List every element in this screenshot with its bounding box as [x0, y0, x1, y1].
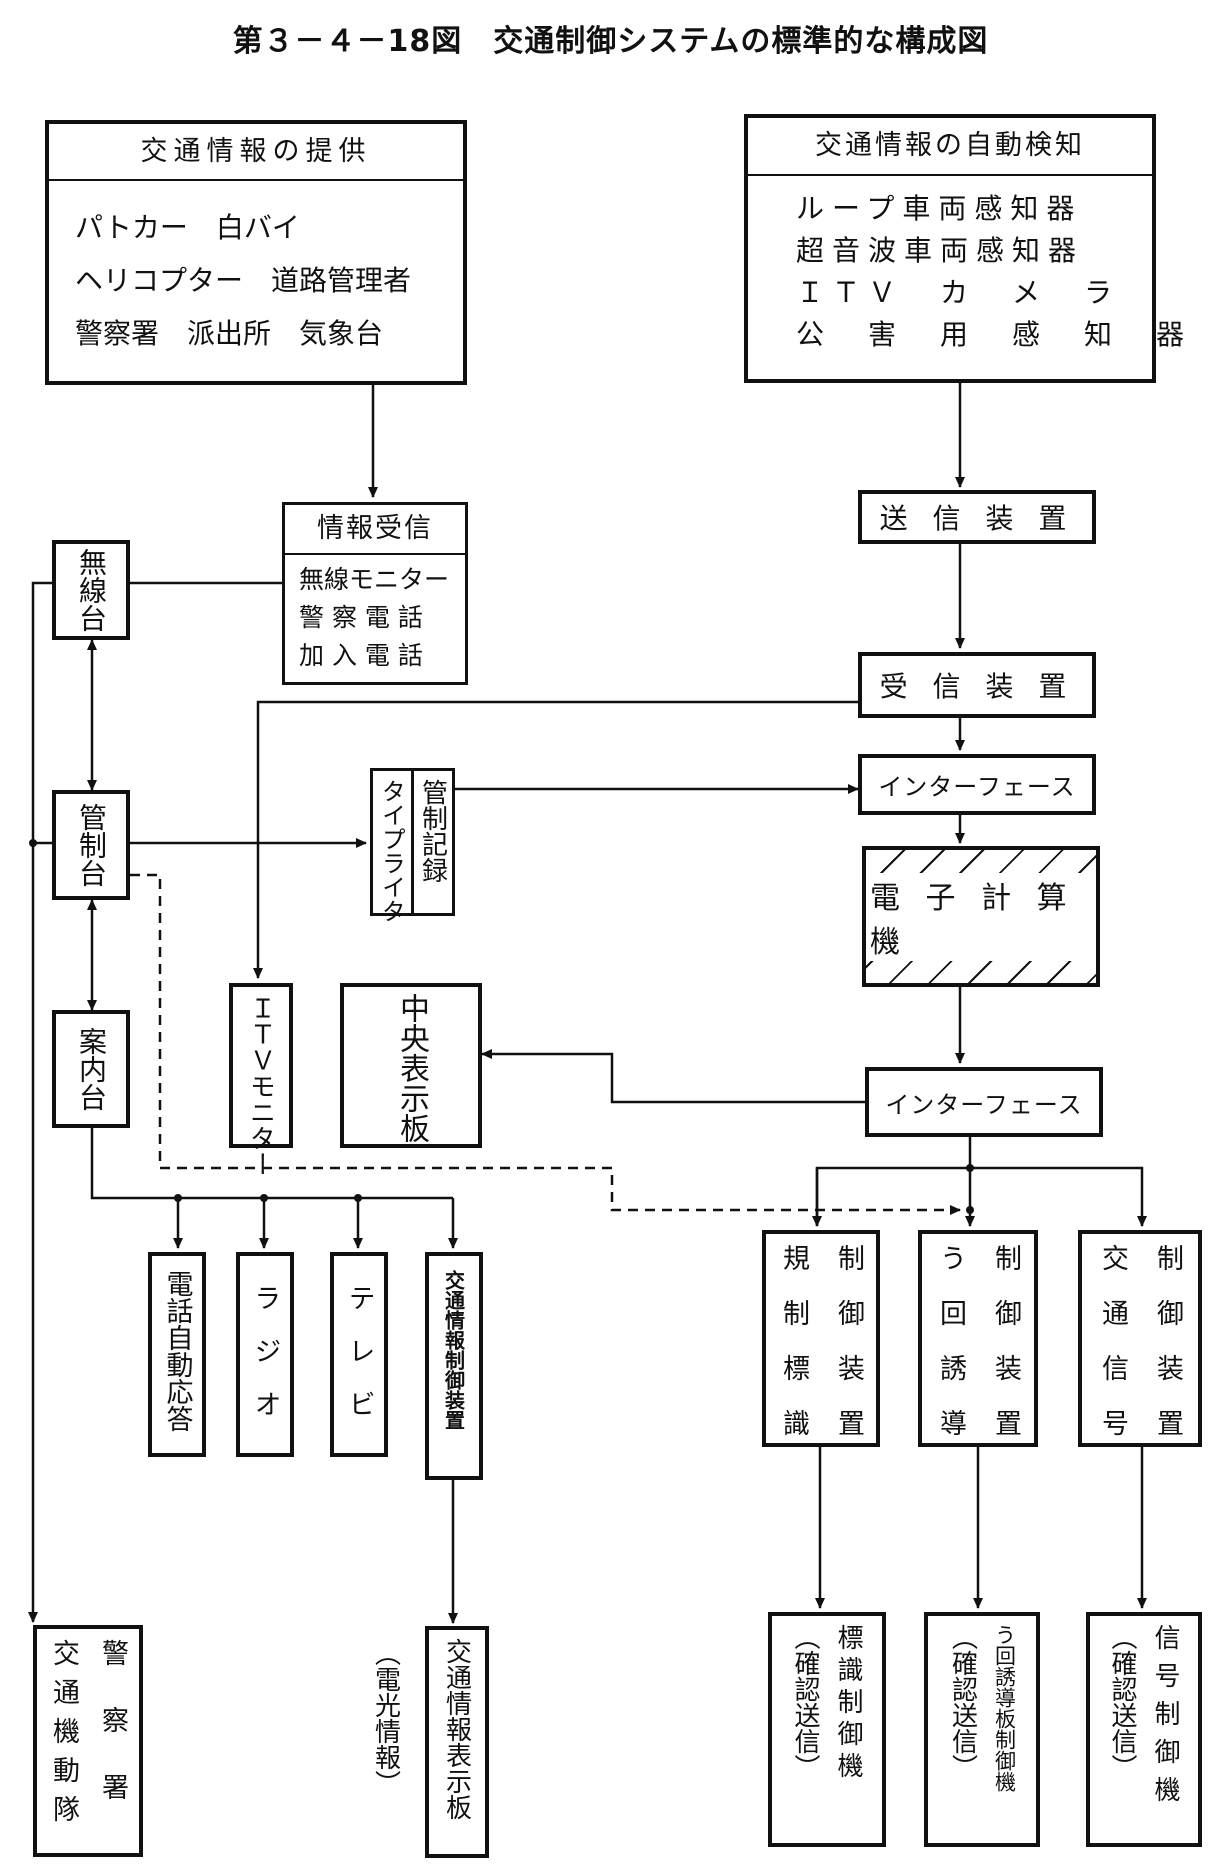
receiver-box: 受 信 装 置: [858, 652, 1096, 718]
signal-control-label: 交通信号: [1097, 1244, 1128, 1464]
computer-box: 電 子 計 算 機: [862, 846, 1100, 987]
auto-detection-line: ＩＴＶ カ メ ラ: [796, 276, 1121, 309]
radio-label: ラジオ: [249, 1284, 281, 1443]
phone-answer-label: 電話自動応答: [161, 1270, 193, 1432]
info-provision-header: 交通情報の提供: [49, 124, 463, 181]
control-record-label: 管制記録: [417, 779, 448, 883]
auto-detection-header: 交通情報の自動検知: [748, 118, 1152, 176]
auto-detection-line: 公 害 用 感 知 器: [796, 318, 1193, 351]
electric-info-note: （電光情報）: [364, 1640, 408, 1810]
tv-box: テレビ: [330, 1252, 388, 1457]
signal-machine-note: （確認送信）: [1107, 1624, 1137, 1780]
transmitter-box: 送 信 装 置: [858, 490, 1096, 544]
radio-desk-label: 無線台: [75, 548, 108, 632]
info-board-box: 交通情報表示板: [425, 1626, 489, 1858]
info-receive-line: 加 入 電 話: [299, 641, 423, 670]
interface-upper-label: インターフェース: [878, 773, 1076, 801]
signal-machine-label: 信号制御機: [1150, 1624, 1180, 1814]
electric-info-label: （電光情報）: [370, 1640, 401, 1796]
signal-control-box: 交通信号 制御装置: [1078, 1230, 1202, 1464]
sign-machine-box: 標識制御機 （確認送信）: [768, 1612, 886, 1847]
sign-control-label: 規制標識: [778, 1244, 809, 1464]
typewriter-box: タイプライタ: [370, 768, 414, 923]
signal-control-label: 制御装置: [1152, 1244, 1183, 1464]
interface-lower-box: インターフェース: [865, 1067, 1103, 1137]
radio-box: ラジオ: [236, 1252, 294, 1457]
transmitter-label: 送 信 装 置: [879, 502, 1075, 535]
info-receive-line: 無線モニター: [299, 565, 450, 594]
auto-detection-line: ループ車両感知器: [796, 192, 1083, 225]
police-station-label: 警察署: [97, 1639, 128, 1840]
info-provision-list: パトカー 白バイ ヘリコプター 道路管理者 警察署 派出所 気象台: [49, 181, 463, 360]
info-receive-header: 情報受信: [285, 505, 465, 555]
sign-machine-label: 標識制御機: [833, 1624, 863, 1784]
detour-control-label: う回誘導: [935, 1244, 966, 1464]
detour-machine-label: う回誘導板制御機: [992, 1624, 1017, 1792]
police-box: 交通機動隊 警察署: [33, 1625, 143, 1857]
detour-machine-note: （確認送信）: [947, 1624, 978, 1780]
control-desk-label: 管制台: [75, 803, 108, 887]
info-control-box: 交通情報制御装置: [425, 1252, 483, 1480]
info-receive-line: 警 察 電 話: [299, 603, 423, 632]
signal-machine-box: 信号制御機 （確認送信）: [1086, 1612, 1202, 1847]
info-provision-box: 交通情報の提供 パトカー 白バイ ヘリコプター 道路管理者 警察署 派出所 気象…: [45, 120, 467, 385]
info-provision-line: 警察署 派出所 気象台: [75, 317, 384, 350]
computer-label: 電 子 計 算 機: [866, 872, 1096, 961]
typewriter-label: タイプライタ: [377, 779, 406, 923]
detour-control-label: 制御装置: [990, 1244, 1021, 1464]
detour-control-box: う回誘導 制御装置: [918, 1230, 1038, 1464]
receiver-label: 受 信 装 置: [879, 670, 1075, 703]
guidance-desk-box: 案内台: [52, 1010, 130, 1128]
sign-control-box: 規制標識 制御装置: [762, 1230, 880, 1464]
tv-label: テレビ: [343, 1284, 375, 1443]
radio-desk-box: 無線台: [52, 540, 130, 640]
info-control-label: 交通情報制御装置: [441, 1270, 466, 1430]
sign-machine-note: （確認送信）: [790, 1624, 820, 1780]
itv-monitor-label: ＩＴＶモニター: [245, 995, 276, 1177]
police-unit-label: 交通機動隊: [48, 1639, 79, 1834]
central-board-box: 中央表示板: [340, 983, 482, 1148]
info-board-label: 交通情報表示板: [441, 1638, 472, 1820]
interface-lower-label: インターフェース: [885, 1090, 1083, 1119]
sign-control-label: 制御装置: [833, 1244, 864, 1464]
info-provision-line: ヘリコプター 道路管理者: [75, 264, 412, 297]
control-record-box: 管制記録: [411, 768, 455, 916]
interface-upper-box: インターフェース: [858, 754, 1096, 815]
phone-answer-box: 電話自動応答: [148, 1252, 206, 1457]
detour-machine-box: う回誘導板制御機 （確認送信）: [924, 1612, 1040, 1847]
auto-detection-list: ループ車両感知器 超音波車両感知器 ＩＴＶ カ メ ラ 公 害 用 感 知 器: [748, 176, 1193, 356]
central-board-label: 中央表示板: [394, 993, 429, 1143]
auto-detection-line: 超音波車両感知器: [796, 234, 1085, 267]
itv-monitor-box: ＩＴＶモニター: [229, 983, 293, 1177]
guidance-desk-label: 案内台: [75, 1027, 108, 1111]
info-receive-list: 無線モニター 警 察 電 話 加 入 電 話: [285, 555, 465, 675]
info-provision-line: パトカー 白バイ: [75, 211, 300, 244]
info-receive-box: 情報受信 無線モニター 警 察 電 話 加 入 電 話: [282, 502, 468, 685]
figure-title: 第３－４－18図 交通制御システムの標準的な構成図: [232, 24, 989, 59]
auto-detection-box: 交通情報の自動検知 ループ車両感知器 超音波車両感知器 ＩＴＶ カ メ ラ 公 …: [744, 114, 1193, 383]
control-desk-box: 管制台: [52, 790, 130, 900]
